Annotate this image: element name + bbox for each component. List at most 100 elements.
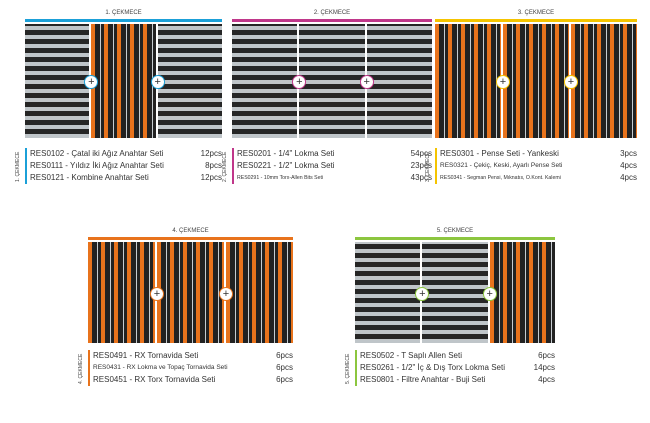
drawer-section-3: 3. ÇEKMECE + + 3. ÇEKMECE RES0301 - Pense … [425,10,637,188]
tool-tray-image [157,242,224,343]
color-bar [435,148,437,184]
plus-icon: + [482,286,497,301]
set-item: RES0431 - RX Lokma ve Topaç Tornavida Se… [88,362,293,374]
drawer-section-4: 4. ÇEKMECE + + 4. ÇEKMECE RES0491 - RX Tor… [78,228,293,390]
drawer-title: 5. ÇEKMECE [436,228,474,234]
tool-tray-images [435,24,637,138]
set-quantity: 43pcs [410,173,432,182]
tool-tray-image [422,242,488,343]
plus-icon: + [84,75,99,89]
tool-tray-images [25,24,222,138]
plus-icon: + [292,75,307,89]
set-quantity: 6pcs [276,363,293,372]
tool-tray-image [88,242,155,343]
color-bar [88,350,90,386]
set-quantity: 4pcs [620,161,637,170]
tool-tray-image [435,24,501,138]
set-item: RES0201 - 1/4" Lokma Seti 54pcs [232,148,432,160]
set-item: RES0221 - 1/2" Lokma Seti 23pcs [232,160,432,172]
set-quantity: 6pcs [538,351,555,360]
set-name: RES0451 - RX Torx Tornavida Seti [93,375,216,384]
set-quantity: 4pcs [620,173,637,182]
plus-icon: + [496,75,510,89]
drawer-section-2: 2. ÇEKMECE + + 2. ÇEKMECE RES0201 - 1/4" L… [222,10,432,188]
drawer-divider [88,237,293,240]
color-bar [232,148,234,184]
drawer-divider [232,19,432,22]
set-item: RES0121 - Kombine Anahtar Seti 12pcs [25,172,222,184]
set-quantity: 4pcs [538,375,555,384]
drawer-section-5: 5. ÇEKMECE + + 5. ÇEKMECE RES0502 - T Sapl… [345,228,555,390]
tool-tray-image [489,242,555,343]
drawer-title: 1. ÇEKMECE [105,10,142,16]
set-item: RES0321 - Çekiç, Keski, Ayarlı Pense Set… [435,160,637,172]
tool-tray-image [299,24,365,138]
set-quantity: 54pcs [410,149,432,158]
drawer-side-label: 5. ÇEKMECE [345,353,351,384]
set-name: RES0801 - Filtre Anahtar - Buji Seti [360,375,486,384]
plus-icon: + [150,75,165,89]
plus-icon: + [359,75,374,89]
plus-icon: + [150,286,164,301]
set-item: RES0341 - Segman Pensi, Mıknatıs, O.Kont… [435,172,637,184]
set-name: RES0491 - RX Tornavida Seti [93,351,199,360]
set-quantity: 12pcs [200,173,222,182]
set-item: RES0111 - Yıldız İki Ağız Anahtar Seti 8p… [25,160,222,172]
drawer-title: 3. ÇEKMECE [517,10,555,16]
tool-tray-image [366,24,432,138]
tool-tray-images [355,242,555,343]
drawer-side-label: 3. ÇEKMECE [425,151,431,182]
tool-tray-image [157,24,222,138]
set-quantity: 12pcs [200,149,222,158]
set-item: RES0261 - 1/2" İç & Dış Torx Lokma Seti 1… [355,362,555,374]
set-name: RES0321 - Çekiç, Keski, Ayarlı Pense Set… [440,162,563,169]
set-quantity: 3pcs [620,149,637,158]
set-name: RES0221 - 1/2" Lokma Seti [237,161,335,170]
tool-tray-image [503,24,569,138]
set-name: RES0111 - Yıldız İki Ağız Anahtar Seti [30,161,164,170]
set-list: 2. ÇEKMECE RES0201 - 1/4" Lokma Seti 54pcs… [222,148,432,184]
drawer-title: 2. ÇEKMECE [313,10,351,16]
color-bar [25,148,27,184]
set-quantity: 8pcs [205,161,222,170]
plus-icon: + [219,286,233,301]
tool-tray-image [232,24,298,138]
tool-tray-image [571,24,637,138]
drawer-side-label: 2. ÇEKMECE [222,151,228,182]
set-item: RES0451 - RX Torx Tornavida Seti 6pcs [88,374,293,386]
set-list: 4. ÇEKMECE RES0491 - RX Tornavida Seti 6pc… [78,350,293,386]
tool-tray-images [232,24,432,138]
tool-tray-image [25,24,90,138]
plus-icon: + [415,286,430,301]
set-quantity: 14pcs [533,363,555,372]
set-name: RES0261 - 1/2" İç & Dış Torx Lokma Seti [360,363,505,372]
tool-tray-image [91,24,156,138]
set-quantity: 6pcs [276,351,293,360]
drawer-divider [25,19,222,22]
drawer-divider [355,237,555,240]
set-name: RES0121 - Kombine Anahtar Seti [30,173,149,182]
drawer-side-label: 4. ÇEKMECE [78,353,84,384]
set-list: 3. ÇEKMECE RES0301 - Pense Seti - Yankesk… [425,148,637,184]
set-item: RES0102 - Çatal iki Ağız Anahtar Seti 12p… [25,148,222,160]
set-name: RES0431 - RX Lokma ve Topaç Tornavida Se… [93,364,228,371]
plus-icon: + [564,75,578,89]
set-quantity: 23pcs [410,161,432,170]
set-name: RES0102 - Çatal iki Ağız Anahtar Seti [30,149,164,158]
set-name: RES0201 - 1/4" Lokma Seti [237,149,335,158]
tool-tray-image [226,242,293,343]
drawer-title: 4. ÇEKMECE [172,228,209,234]
tool-tray-image [355,242,421,343]
color-bar [355,350,357,386]
drawer-divider [435,19,637,22]
set-name: RES0291 - 10mm Torx-Allen Bits Seti [237,175,324,181]
tool-tray-images [88,242,293,343]
set-quantity: 6pcs [276,375,293,384]
set-item: RES0801 - Filtre Anahtar - Buji Seti 4pcs [355,374,555,386]
set-item: RES0491 - RX Tornavida Seti 6pcs [88,350,293,362]
